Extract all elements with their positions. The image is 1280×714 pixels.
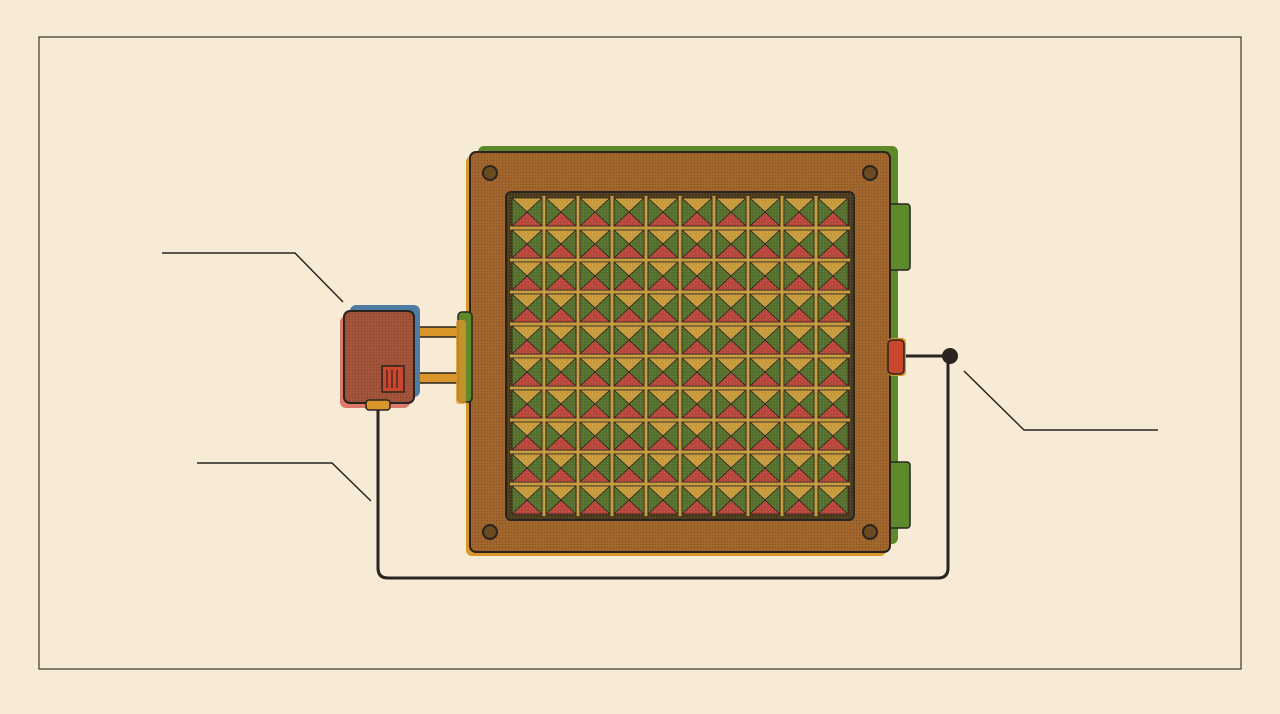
screw-icon (862, 524, 878, 540)
panel-clip-top (887, 203, 911, 271)
screw-icon (862, 165, 878, 181)
junction-box-icon (340, 305, 420, 411)
solar-panel-icon (466, 146, 911, 556)
panel-clip-bottom (887, 461, 911, 529)
wire-loop (376, 356, 950, 580)
junction-box-vent (381, 365, 405, 393)
connector-terminal-body (887, 339, 905, 375)
connector-terminal-icon (887, 338, 906, 376)
outer-frame (38, 36, 1242, 670)
junction-box-foot (365, 399, 391, 411)
callout-module-top (162, 252, 344, 303)
screw-icon (482, 524, 498, 540)
module-pipes (409, 311, 473, 404)
callout-module-bottom (197, 462, 372, 502)
wire-junction-dot (942, 348, 958, 364)
callout-connector-right (963, 370, 1158, 431)
screw-icon (482, 165, 498, 181)
